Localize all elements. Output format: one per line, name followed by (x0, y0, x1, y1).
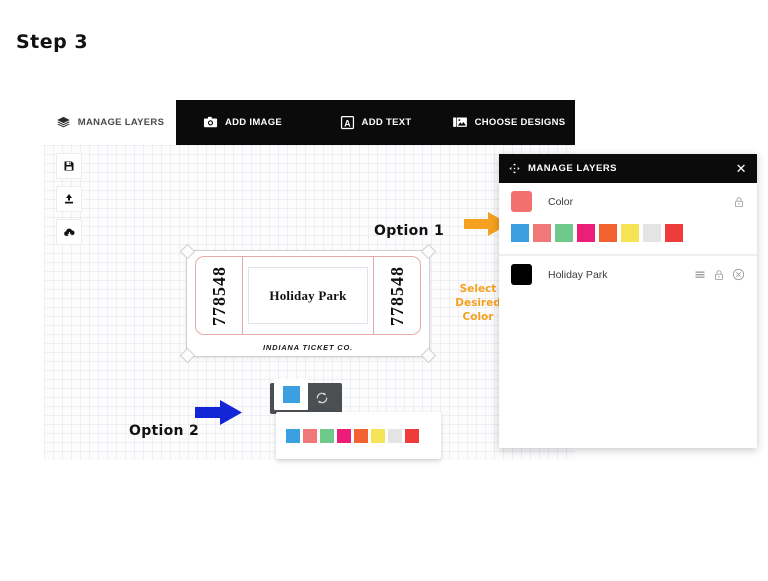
layer-row-holiday-park[interactable]: Holiday Park (499, 255, 757, 293)
option-1-arrow-icon (464, 212, 509, 236)
camera-icon (203, 115, 218, 130)
layer-name-holiday-park: Holiday Park (548, 268, 608, 281)
option2-refresh-button[interactable] (313, 389, 331, 407)
layers-stack-icon[interactable] (694, 269, 706, 281)
manage-layers-panel: MANAGE LAYERS ✕ Color (499, 154, 757, 448)
text-a-icon: A (340, 115, 355, 130)
floppy-disk-icon (63, 160, 75, 172)
tab-choose-designs-label: CHOOSE DESIGNS (474, 117, 566, 128)
option2-swatch-1[interactable] (303, 428, 317, 443)
tab-choose-designs[interactable]: CHOOSE DESIGNS (442, 100, 575, 145)
option-2-arrow-icon (195, 400, 242, 425)
ticket-design[interactable]: 778548 Holiday Park 778548 INDIANA TICKE… (179, 243, 437, 364)
layer-palette-swatch-5[interactable] (621, 224, 639, 242)
svg-text:A: A (344, 118, 351, 128)
option2-color-button[interactable] (274, 379, 308, 410)
ticket-notch-tr (420, 243, 437, 260)
option2-swatch-4[interactable] (354, 428, 368, 443)
app-toolbar: MANAGE LAYERS ADD IMAGE (44, 100, 575, 145)
layer-color-palette[interactable] (499, 220, 757, 254)
lock-icon[interactable] (733, 196, 745, 208)
upload-arrow-icon (63, 193, 75, 205)
tab-manage-layers[interactable]: MANAGE LAYERS (44, 100, 176, 145)
close-x-icon[interactable]: ✕ (735, 161, 747, 176)
tab-add-text-label: ADD TEXT (361, 117, 412, 128)
option-2-label: Option 2 (129, 423, 200, 439)
option-1-caption-line-1: Select (459, 283, 497, 295)
option2-swatch-3[interactable] (337, 428, 351, 443)
option2-color-palette[interactable] (276, 412, 441, 459)
tab-manage-layers-label: MANAGE LAYERS (77, 117, 165, 128)
layer-palette-swatch-2[interactable] (555, 224, 573, 242)
refresh-icon (315, 391, 329, 405)
layer-palette-swatch-3[interactable] (577, 224, 595, 242)
option2-swatch-2[interactable] (320, 428, 334, 443)
option2-swatch-0[interactable] (286, 428, 300, 443)
option-1-caption-line-3: Color (462, 311, 494, 323)
layer-name-color: Color (548, 195, 574, 208)
ticket-center-text[interactable]: Holiday Park (248, 267, 368, 324)
manage-layers-panel-body: Color (499, 183, 757, 448)
panel-divider (499, 254, 757, 255)
layer-palette-swatch-4[interactable] (599, 224, 617, 242)
layer-holiday-park-actions (694, 268, 745, 281)
move-arrows-icon[interactable] (509, 163, 520, 174)
manage-layers-panel-header[interactable]: MANAGE LAYERS ✕ (499, 154, 757, 183)
ticket-footer-text: INDIANA TICKET CO. (263, 343, 353, 352)
tab-add-image-label: ADD IMAGE (224, 117, 283, 128)
tab-add-text[interactable]: A ADD TEXT (309, 100, 442, 145)
remove-circle-icon[interactable] (732, 268, 745, 281)
option2-current-color-swatch (282, 386, 300, 403)
page-title: Step 3 (16, 31, 89, 53)
ticket-serial-right: 778548 (373, 257, 420, 334)
layers-icon (56, 115, 71, 130)
manage-layers-panel-title: MANAGE LAYERS (528, 163, 618, 174)
ticket-serial-left: 778548 (196, 257, 243, 334)
tool-rail (56, 153, 82, 245)
layer-holiday-park-chip[interactable] (511, 264, 532, 285)
tab-add-image[interactable]: ADD IMAGE (176, 100, 309, 145)
save-button[interactable] (56, 153, 82, 179)
option-1-label: Option 1 (374, 223, 445, 239)
layer-palette-swatch-0[interactable] (511, 224, 529, 242)
image-gallery-icon (452, 115, 468, 130)
layer-row-color[interactable]: Color (499, 183, 757, 220)
option2-swatch-7[interactable] (405, 428, 419, 443)
layer-palette-swatch-7[interactable] (665, 224, 683, 242)
layer-palette-swatch-1[interactable] (533, 224, 551, 242)
layer-palette-swatch-6[interactable] (643, 224, 661, 242)
cloud-download-icon (63, 226, 76, 239)
upload-button[interactable] (56, 186, 82, 212)
option-1-caption: Select Desired Color (441, 282, 515, 324)
option2-swatch-5[interactable] (371, 428, 385, 443)
layer-color-actions (733, 196, 745, 208)
cloud-download-button[interactable] (56, 219, 82, 245)
option2-swatch-6[interactable] (388, 428, 402, 443)
option-1-caption-line-2: Desired (455, 297, 501, 309)
lock-icon[interactable] (713, 269, 725, 281)
ticket-notch-tl (179, 243, 196, 260)
layer-color-chip[interactable] (511, 191, 532, 212)
